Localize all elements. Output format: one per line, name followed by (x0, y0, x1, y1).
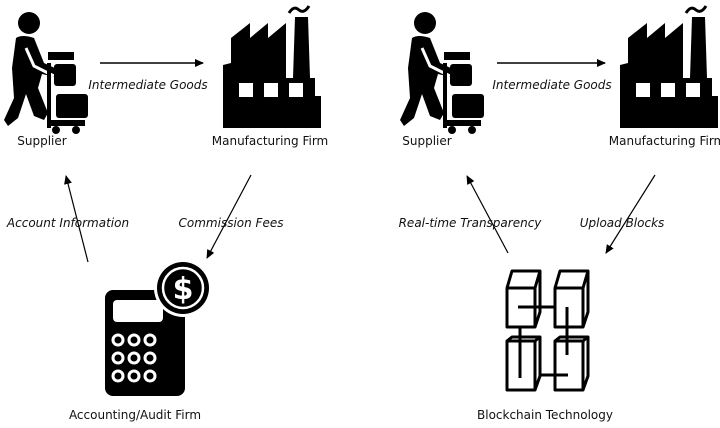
supplier-label: Supplier (402, 134, 452, 148)
transparency-arrow (466, 175, 509, 254)
supplier-icon (398, 10, 486, 136)
blockchain-icon (505, 269, 590, 392)
factory-icon (618, 4, 720, 130)
calculator-icon (105, 290, 185, 396)
intermediate-goods-label: Intermediate Goods (492, 78, 611, 92)
account-info-arrow (64, 175, 89, 263)
left-panel: Supplier Intermediate Goods Manufacturin… (2, 4, 328, 422)
supplier-icon (2, 10, 90, 136)
manufacturer-label: Manufacturing Firm (609, 134, 720, 148)
dollar-coin-icon: $ (154, 259, 212, 317)
right-panel: Supplier Intermediate Goods Manufacturin… (398, 4, 720, 422)
transparency-label: Real-time Transparency (399, 216, 543, 230)
intermediate-goods-label: Intermediate Goods (88, 78, 207, 92)
auditor-label: Accounting/Audit Firm (69, 408, 201, 422)
upload-blocks-label: Upload Blocks (580, 216, 665, 230)
manufacturer-label: Manufacturing Firm (212, 134, 328, 148)
factory-icon (221, 4, 323, 130)
upload-arrow (605, 174, 656, 254)
blockchain-label: Blockchain Technology (477, 408, 613, 422)
account-information-label: Account Information (6, 216, 129, 230)
commission-fees-label: Commission Fees (179, 216, 284, 230)
svg-text:$: $ (173, 272, 194, 307)
commission-arrow (206, 174, 252, 259)
supplier-label: Supplier (17, 134, 67, 148)
